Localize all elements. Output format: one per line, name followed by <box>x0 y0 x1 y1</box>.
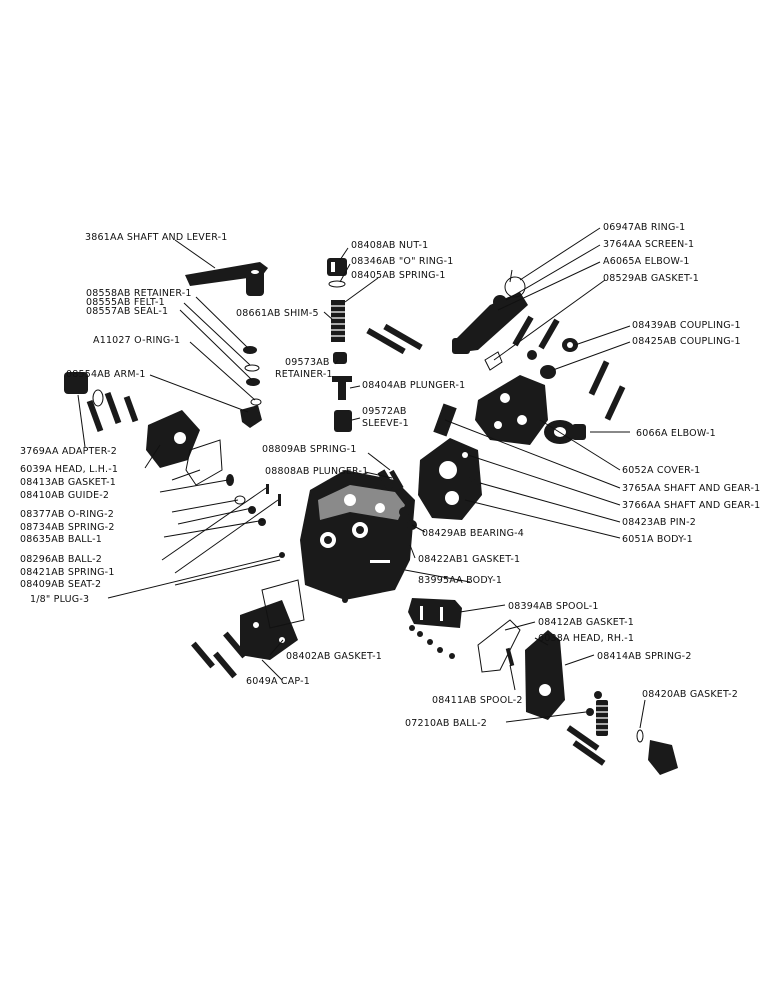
screen-part <box>493 295 507 309</box>
label-elbow: 6066A ELBOW-1 <box>636 428 716 439</box>
gasket-r-part <box>484 351 503 371</box>
label-elbow-top: A6065A ELBOW-1 <box>603 256 690 267</box>
label-screen: 3764AA SCREEN-1 <box>603 239 694 250</box>
label-shaft-gear2: 3766AA SHAFT AND GEAR-1 <box>622 500 760 511</box>
label-shaft-gear1: 3765AA SHAFT AND GEAR-1 <box>622 483 760 494</box>
label-gasket-cap: 08402AB GASKET-1 <box>286 651 382 662</box>
label-guide: 08410AB GUIDE-2 <box>20 490 109 501</box>
nut-part <box>327 258 347 276</box>
label-spool1: 08394AB SPOOL-1 <box>508 601 599 612</box>
label-gasket-spool: 08412AB GASKET-1 <box>538 617 634 628</box>
small-parts-spool <box>409 625 455 659</box>
label-plunger-mid: 08808AB PLUNGER-1 <box>265 466 368 477</box>
body-part <box>300 470 415 600</box>
label-ball-rh: 07210AB BALL-2 <box>405 718 487 729</box>
retainer-mid-part <box>333 352 347 364</box>
elbow-part <box>544 420 586 444</box>
label-coupling1: 08439AB COUPLING-1 <box>632 320 741 331</box>
label-arm: 08554AB ARM-1 <box>66 369 146 380</box>
label-spool2: 08411AB SPOOL-2 <box>432 695 523 706</box>
label-pin: 08423AB PIN-2 <box>622 517 696 528</box>
bolts-rh-part <box>566 725 606 766</box>
spring-top-part <box>331 300 345 342</box>
label-spring-top: 08405AB SPRING-1 <box>351 270 446 281</box>
label-spring-mid: 08809AB SPRING-1 <box>262 444 357 455</box>
part-labels: 3861AA SHAFT AND LEVER-1 08408AB NUT-1 0… <box>20 222 760 729</box>
label-ball2: 08296AB BALL-2 <box>20 554 102 565</box>
bolts-right-part <box>366 315 626 421</box>
adapter-part <box>64 372 104 407</box>
spool-part <box>408 598 462 628</box>
label-spring1: 08421AB SPRING-1 <box>20 567 115 578</box>
label-sleeve2: SLEEVE-1 <box>362 418 409 429</box>
label-o-ring-top: 08346AB "O" RING-1 <box>351 256 453 267</box>
label-retainer: 08558AB RETAINER-1 <box>86 288 192 299</box>
shaft-and-lever-part <box>185 262 268 296</box>
plunger-spring-mid-part <box>377 469 404 491</box>
leader-lines <box>77 227 646 729</box>
label-o-ring-left: A11027 O-RING-1 <box>93 335 180 346</box>
cap-part <box>240 600 298 660</box>
ball-rh-part <box>586 691 602 716</box>
label-felt: 08555AB FELT-1 <box>86 297 165 308</box>
spring-rh-part <box>596 700 608 736</box>
label-body-r: 6051A BODY-1 <box>622 534 693 545</box>
bolts-left-part <box>86 391 139 433</box>
fitting-rh-part <box>636 729 678 775</box>
cover-part <box>475 375 548 445</box>
bolts-cap-part <box>191 631 247 679</box>
label-shaft-lever: 3861AA SHAFT AND LEVER-1 <box>85 232 227 243</box>
label-retainer-mid2: RETAINER-1 <box>275 369 333 380</box>
label-gasket-body: 08422AB1 GASKET-1 <box>418 554 520 565</box>
label-retainer-mid: 09573AB <box>285 357 330 368</box>
label-nut: 08408AB NUT-1 <box>351 240 428 251</box>
label-gasket-l: 08413AB GASKET-1 <box>20 477 116 488</box>
head-lh-part <box>146 410 200 468</box>
label-head-rh: 6038A HEAD, RH.-1 <box>538 633 634 644</box>
label-bearing: 08429AB BEARING-4 <box>422 528 524 539</box>
label-gasket-r: 08529AB GASKET-1 <box>603 273 699 284</box>
label-ring: 06947AB RING-1 <box>603 222 685 233</box>
label-seat: 08409AB SEAT-2 <box>20 579 101 590</box>
plunger-top-part <box>332 376 352 400</box>
label-head-lh: 6039A HEAD, L.H.-1 <box>20 464 118 475</box>
label-spring-rh: 08414AB SPRING-2 <box>597 651 692 662</box>
label-seal: 08557AB SEAL-1 <box>86 306 168 317</box>
spool2-part <box>505 647 515 667</box>
label-body: 83995AA BODY-1 <box>418 575 502 586</box>
label-cap: 6049A CAP-1 <box>246 676 310 687</box>
label-gasket2: 08420AB GASKET-2 <box>642 689 738 700</box>
sleeve-part <box>334 410 352 432</box>
label-cover: 6052A COVER-1 <box>622 465 700 476</box>
label-adapter: 3769AA ADAPTER-2 <box>20 446 117 457</box>
elbow-top-part <box>452 292 528 354</box>
couplings-part <box>527 338 578 379</box>
label-plunger-top: 08404AB PLUNGER-1 <box>362 380 465 391</box>
gasket-l-part <box>185 439 223 486</box>
label-sleeve1: 09572AB <box>362 406 407 417</box>
label-plug: 1/8" PLUG-3 <box>30 594 89 605</box>
ring-part <box>504 276 526 298</box>
gasket-cap-part <box>261 579 305 629</box>
head-rh-part <box>525 630 565 720</box>
label-ball1: 08635AB BALL-1 <box>20 534 102 545</box>
o-ring-top-part <box>328 280 346 288</box>
label-oring2: 08377AB O-RING-2 <box>20 509 114 520</box>
label-spring2: 08734AB SPRING-2 <box>20 522 115 533</box>
label-shim: 08661AB SHIM-5 <box>236 308 319 319</box>
label-coupling2: 08425AB COUPLING-1 <box>632 336 741 347</box>
